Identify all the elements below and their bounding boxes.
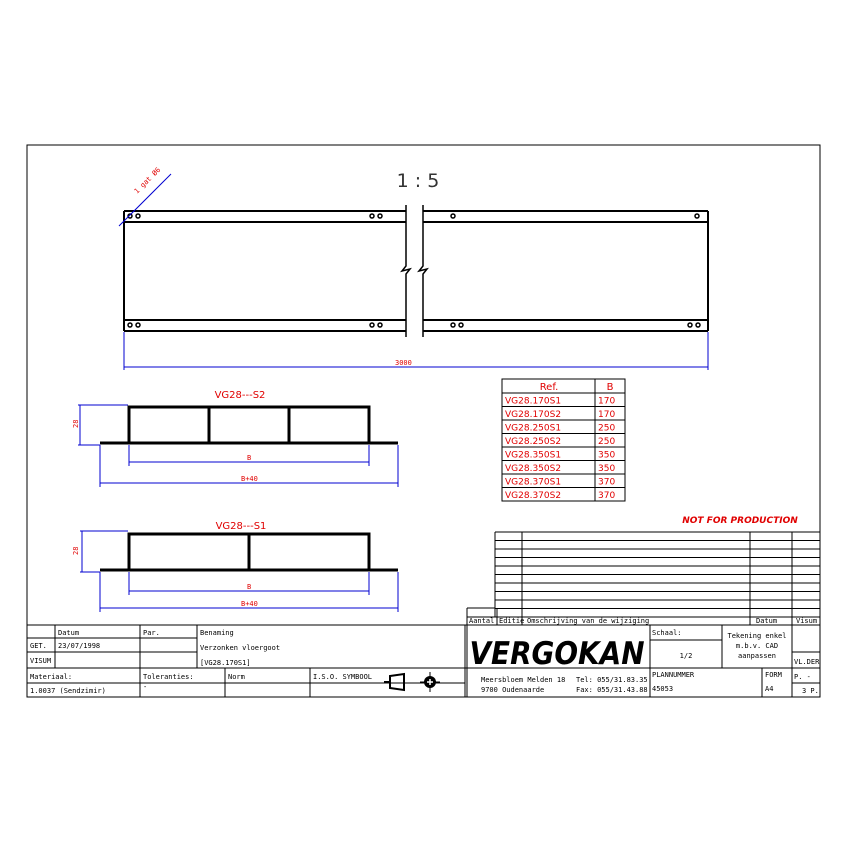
schaal-label: Schaal:: [652, 629, 682, 637]
rev-aantal: Aantal: [469, 617, 494, 625]
ref-cell: VG28.170S2: [505, 410, 561, 420]
vlder-label: VL.DER: [794, 658, 820, 666]
b-cell: 170: [598, 397, 615, 407]
b-cell: 250: [598, 424, 615, 434]
ref-cell: VG28.370S2: [505, 491, 561, 501]
drawing-reference: [VG28.170S1]: [200, 659, 251, 667]
cad-note-1: Tekening enkel: [727, 632, 786, 640]
form-value: A4: [765, 685, 773, 693]
revision-table: Aantal Editie Omschrijving van de wijzig…: [465, 531, 820, 697]
projection-symbol-icon: [384, 672, 440, 692]
section-title: VG28---S1: [216, 521, 267, 532]
form-label: FORM: [765, 671, 782, 679]
width-dim: B: [247, 454, 251, 462]
not-for-production-stamp: NOT FOR PRODUCTION: [682, 516, 798, 526]
length-dimension-line: [123, 332, 709, 370]
ref-cell: VG28.350S1: [505, 451, 561, 461]
total-dim: B+40: [241, 475, 258, 483]
ref-cell: VG28.370S1: [505, 478, 561, 488]
get-label: GET.: [30, 642, 47, 650]
height-dim: 28: [72, 420, 80, 428]
b-cell: 370: [598, 478, 615, 488]
materiaal-label: Materiaal:: [30, 673, 72, 681]
rev-editie: Editie: [499, 617, 524, 625]
hole-leader: [118, 173, 172, 227]
ref-header: Ref.: [540, 382, 559, 393]
mounting-holes: [127, 213, 701, 328]
b-cell: 370: [598, 491, 615, 501]
b-cell: 350: [598, 464, 615, 474]
page-count: 3 P.: [802, 687, 819, 695]
ref-cell: VG28.350S2: [505, 464, 561, 474]
toleranties-value: -: [143, 683, 147, 691]
top-view: [123, 205, 709, 337]
cad-note-3: aanpassen: [738, 652, 776, 660]
schaal-value: 1/2: [680, 652, 693, 660]
address-line1: Meersbloem Melden 18: [481, 676, 565, 684]
ref-cell: VG28.170S1: [505, 397, 561, 407]
fax: Fax: 055/31.43.88: [576, 686, 648, 694]
width-dim: B: [247, 583, 251, 591]
iso-symbol-label: I.S.O. SYMBOOL: [313, 673, 372, 681]
section-s2: VG28---S2 28 B B+40: [72, 390, 399, 487]
datum-label: Datum: [58, 629, 79, 637]
planummer-label: PLANNUMMER: [652, 671, 695, 679]
drawing-title: Verzonken vloergoot: [200, 644, 280, 652]
phone: Tel: 055/31.83.35: [576, 676, 648, 684]
total-dim: B+40: [241, 600, 258, 608]
length-dim: 3000: [395, 359, 412, 367]
rev-omschrijving: Omschrijving van de wijziging: [527, 617, 649, 625]
page-label: P. -: [794, 673, 811, 681]
b-header: B: [607, 382, 614, 393]
par-label: Par.: [143, 629, 160, 637]
planummer-value: 45053: [652, 685, 673, 693]
address-line2: 9700 Oudenaarde: [481, 686, 544, 694]
rev-datum: Datum: [756, 617, 777, 625]
benaming-label: Benaming: [200, 629, 234, 637]
materiaal-value: 1.0037 (Sendzimir): [30, 687, 106, 695]
height-dim: 28: [72, 547, 80, 555]
hole-note: 1 gat Ø6: [133, 166, 162, 195]
section-s1: VG28---S1 28 B B+40: [72, 521, 399, 612]
title-block: Datum Par. Benaming GET. 23/07/1998 VISU…: [27, 624, 820, 697]
ref-cell: VG28.250S1: [505, 424, 561, 434]
company-logo: VERGOKAN: [470, 636, 645, 672]
toleranties-label: Toleranties:: [143, 673, 194, 681]
b-cell: 170: [598, 410, 615, 420]
visum-label: VISUM: [30, 657, 51, 665]
cad-note-2: m.b.v. CAD: [736, 642, 778, 650]
ref-cell: VG28.250S2: [505, 437, 561, 447]
scale-label: 1 : 5: [397, 170, 440, 192]
b-cell: 250: [598, 437, 615, 447]
section-title: VG28---S2: [215, 390, 266, 401]
norm-label: Norm: [228, 673, 245, 681]
rev-visum: Visum: [796, 617, 817, 625]
get-date: 23/07/1998: [58, 642, 100, 650]
sheet-border: [26, 144, 821, 698]
b-cell: 350: [598, 451, 615, 461]
